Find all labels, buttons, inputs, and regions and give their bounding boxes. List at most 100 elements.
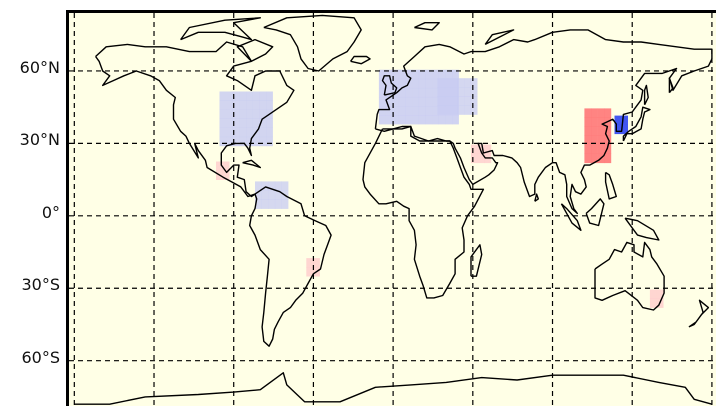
anomaly-cell-east-china	[591, 144, 598, 154]
anomaly-cell-central-america	[222, 161, 230, 171]
anomaly-cell-northern-south-america	[281, 199, 289, 209]
coastline-iceland	[350, 55, 371, 65]
anomaly-cell-eastern-usa	[246, 118, 253, 128]
anomaly-cell-east-china	[604, 126, 612, 136]
anomaly-cell-eastern-usa	[246, 91, 253, 101]
anomaly-cell-eastern-usa	[226, 109, 234, 119]
coastline-canadian-islands	[180, 17, 261, 41]
anomaly-cell-eastern-usa	[246, 109, 253, 119]
anomaly-cell-northern-south-america	[255, 181, 262, 191]
anomaly-cell-western-europe	[418, 115, 426, 125]
anomaly-cell-east-china	[591, 135, 598, 145]
anomaly-cell-eastern-usa	[239, 127, 247, 138]
anomaly-cell-east-china	[597, 126, 605, 136]
anomaly-cell-northern-south-america	[274, 199, 282, 209]
anomaly-cell-eastern-europe	[437, 87, 445, 97]
anomaly-cell-southern-brazil	[313, 258, 320, 268]
anomaly-cell-central-america	[216, 161, 223, 171]
latitude-label: 30°S	[21, 275, 60, 295]
latitude-label: 60°N	[19, 57, 60, 77]
anomaly-cell-western-europe	[398, 106, 406, 116]
anomaly-cell-western-europe	[392, 78, 400, 89]
anomaly-cell-eastern-usa	[266, 100, 273, 110]
anomaly-cell-eastern-europe	[444, 78, 451, 88]
anomaly-cell-eastern-usa	[252, 118, 260, 128]
anomaly-cell-western-europe	[438, 69, 446, 80]
map-canvas	[69, 13, 716, 406]
anomaly-cell-eastern-usa	[266, 118, 273, 128]
anomaly-cell-eastern-usa	[226, 118, 234, 128]
anomaly-cell-eastern-usa	[232, 91, 240, 101]
anomaly-cell-western-europe	[412, 115, 420, 125]
anomaly-cell-western-europe	[432, 78, 439, 89]
anomaly-cell-western-europe	[412, 106, 420, 116]
coastline-north-america	[95, 41, 295, 198]
anomaly-cell-western-europe	[378, 96, 386, 107]
anomaly-cell-western-europe	[432, 87, 439, 98]
anomaly-cell-korea-japan	[614, 115, 622, 125]
anomaly-cell-eastern-europe	[450, 78, 458, 88]
anomaly-cell-western-europe	[392, 106, 400, 116]
coastline-borneo	[585, 198, 605, 227]
anomaly-layer	[216, 69, 664, 308]
anomaly-cell-western-europe	[398, 115, 406, 125]
anomaly-cell-northern-south-america	[261, 199, 269, 209]
anomaly-cell-southeast-australia	[656, 289, 664, 299]
anomaly-cell-korea-japan	[621, 124, 628, 135]
coastline-south-america	[249, 186, 332, 347]
latitude-label: 30°N	[19, 130, 60, 150]
anomaly-cell-western-europe	[378, 78, 386, 89]
anomaly-cell-eastern-usa	[246, 127, 253, 138]
anomaly-cell-western-europe	[385, 87, 393, 98]
anomaly-cell-western-europe	[418, 69, 426, 80]
anomaly-cell-western-europe	[438, 115, 446, 125]
anomaly-cell-western-europe	[385, 106, 393, 116]
anomaly-cell-western-europe	[378, 69, 386, 80]
anomaly-cell-western-europe	[405, 115, 413, 125]
anomaly-cell-western-europe	[425, 106, 433, 116]
world-map	[66, 10, 716, 406]
coastline-greenland	[263, 14, 362, 72]
anomaly-cell-northern-south-america	[261, 181, 269, 191]
anomaly-cell-eastern-usa	[239, 91, 247, 101]
coastline-kamchatka-tip	[668, 77, 674, 94]
anomaly-cell-eastern-usa	[232, 136, 240, 147]
anomaly-cell-western-europe	[385, 69, 393, 80]
anomaly-cell-eastern-europe	[464, 87, 471, 97]
anomaly-cell-eastern-usa	[226, 127, 234, 138]
anomaly-cell-northern-south-america	[255, 199, 262, 209]
anomaly-cell-western-europe	[392, 115, 400, 125]
anomaly-cell-east-china	[597, 117, 605, 127]
anomaly-cell-western-europe	[425, 115, 433, 125]
anomaly-cell-eastern-usa	[246, 100, 253, 110]
anomaly-cell-western-europe	[385, 115, 393, 125]
anomaly-cell-northern-south-america	[274, 181, 282, 191]
anomaly-cell-eastern-europe	[444, 96, 451, 106]
anomaly-cell-eastern-usa	[252, 109, 260, 119]
anomaly-cell-eastern-europe	[437, 105, 445, 115]
anomaly-cell-western-europe	[412, 69, 420, 80]
anomaly-cell-western-europe	[412, 87, 420, 98]
anomaly-cell-korea-japan	[614, 124, 622, 135]
anomaly-cell-western-europe	[398, 96, 406, 107]
anomaly-cell-eastern-usa	[226, 100, 234, 110]
anomaly-cell-eastern-usa	[239, 136, 247, 147]
coastline-novaya-zemlya	[484, 29, 515, 46]
anomaly-cell-western-europe	[405, 96, 413, 107]
anomaly-cell-eastern-usa	[239, 118, 247, 128]
anomaly-cell-western-europe	[405, 106, 413, 116]
anomaly-cell-eastern-usa	[252, 100, 260, 110]
anomaly-cell-eastern-usa	[219, 91, 227, 101]
anomaly-cell-eastern-europe	[457, 78, 465, 88]
anomaly-cell-east-china	[584, 108, 592, 118]
coastline-sri-lanka	[534, 193, 539, 202]
anomaly-cell-eastern-usa	[266, 127, 273, 138]
anomaly-cell-western-europe	[392, 96, 400, 107]
anomaly-cell-western-europe	[445, 115, 453, 125]
anomaly-cell-southern-brazil	[306, 258, 314, 268]
anomaly-cell-western-europe	[452, 115, 459, 125]
coastline-cuba	[242, 159, 261, 169]
anomaly-cell-east-china	[597, 108, 605, 118]
anomaly-cell-eastern-usa	[232, 127, 240, 138]
anomaly-cell-western-europe	[398, 69, 406, 80]
